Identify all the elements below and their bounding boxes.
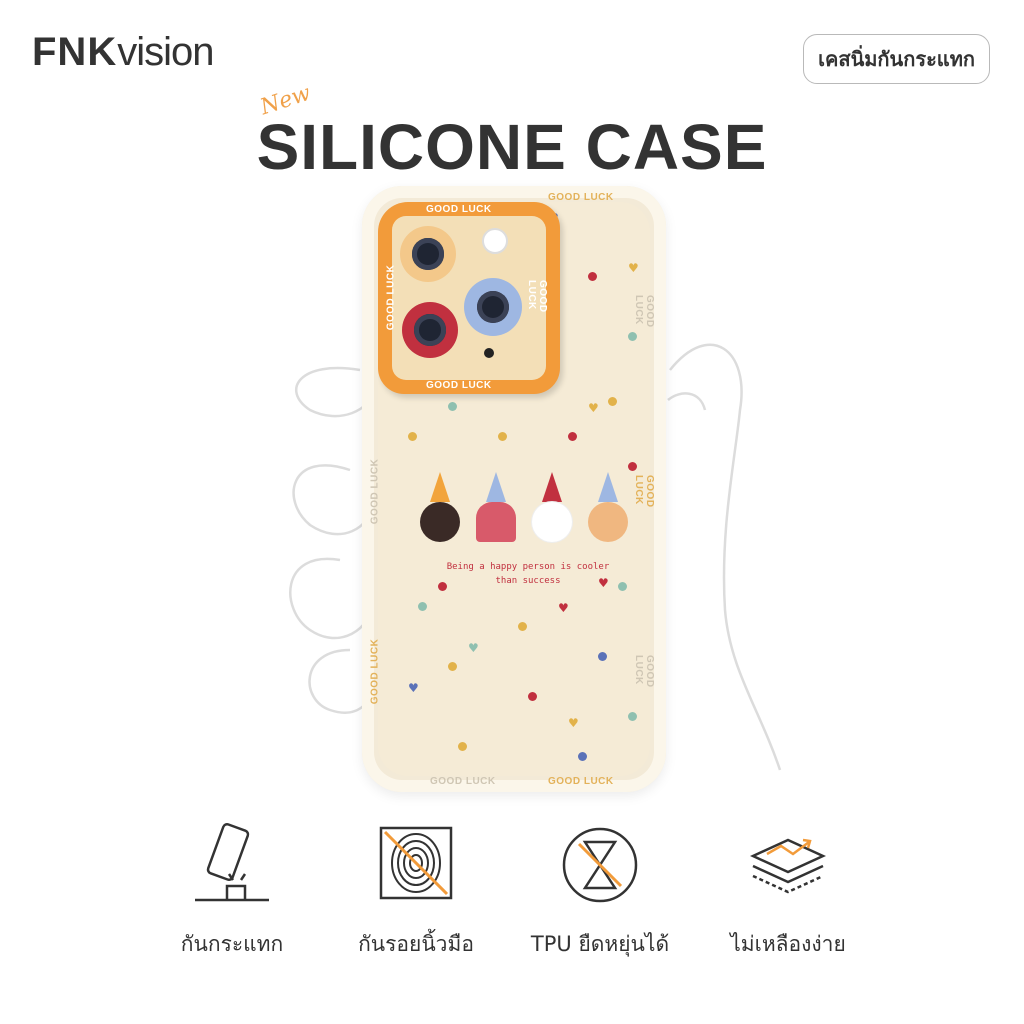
case-back: ♥ ♥ ♥ ♥ ♥ ♥ ♥ ♥ GOOD LUCK GOOD LUCK GOOD… <box>378 202 650 776</box>
flexible-tpu-icon <box>562 827 638 903</box>
case-text: GOOD LUCK <box>385 264 397 331</box>
category-tag: เคสนิ่มกันกระแทก <box>803 34 990 84</box>
feature-label: กันรอยนิ้วมือ <box>358 932 474 956</box>
case-text: GOOD LUCK <box>633 475 655 508</box>
brand-logo: FNKvision <box>32 30 214 75</box>
page-title: SILICONE CASE <box>256 111 768 183</box>
feature-non-yellowing: ไม่เหลืองง่าย <box>688 820 888 961</box>
logo-bold: FNK <box>32 30 118 74</box>
feature-label: กันกระแทก <box>180 932 284 956</box>
case-text: GOOD LUCK <box>426 204 492 215</box>
feature-shockproof: กันกระแทก <box>132 820 332 961</box>
case-text: GOOD LUCK <box>633 295 655 328</box>
case-text: GOOD LUCK <box>369 458 381 525</box>
feature-label: TPU ยืดหยุ่นได้ <box>530 932 670 956</box>
camera-lens-icon <box>464 278 522 336</box>
hand-outline-illustration <box>289 343 782 771</box>
case-text: GOOD LUCK <box>633 655 655 688</box>
motto-line-1: Being a happy person is cooler <box>446 562 610 572</box>
case-text: GOOD LUCK <box>430 776 496 787</box>
case-text: GOOD LUCK <box>548 192 614 203</box>
layers-icon <box>749 838 827 894</box>
shockproof-icon <box>195 822 269 902</box>
camera-bump: GOOD LUCK GOOD LUCK GOOD LUCK GOOD LUCK <box>378 202 560 394</box>
case-text: GOOD LUCK <box>369 638 381 705</box>
motto-line-2: than success <box>495 576 561 586</box>
logo-thin: vision <box>117 30 214 74</box>
camera-lens-icon <box>402 302 458 358</box>
feature-label: ไม่เหลืองง่าย <box>730 932 846 956</box>
feature-fingerprint: กันรอยนิ้วมือ <box>316 820 516 961</box>
camera-lens-icon <box>400 226 456 282</box>
flash-icon <box>482 228 508 254</box>
feature-tpu: TPU ยืดหยุ่นได้ <box>500 820 700 961</box>
phone-case: ♥ ♥ ♥ ♥ ♥ ♥ ♥ ♥ GOOD LUCK GOOD LUCK GOOD… <box>362 186 666 792</box>
case-motto: Being a happy person is cooler than succ… <box>408 560 648 588</box>
fingerprint-icon <box>379 826 453 900</box>
mic-hole <box>484 348 494 358</box>
case-text: GOOD LUCK <box>526 280 548 313</box>
party-characters-illustration <box>420 472 640 552</box>
case-text: GOOD LUCK <box>548 776 614 787</box>
case-text: GOOD LUCK <box>426 380 492 391</box>
